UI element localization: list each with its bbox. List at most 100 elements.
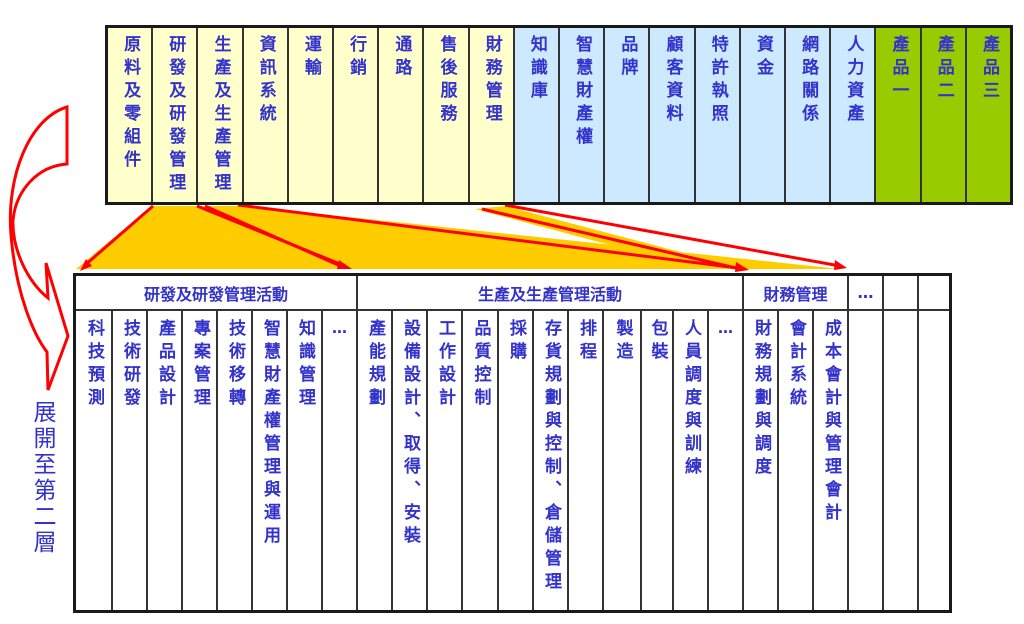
top-cell-label: 運輸 (300, 35, 321, 81)
top-cell-label: 研發及研發管理 (165, 35, 186, 196)
top-cell-value-chain: 行銷 (334, 28, 380, 202)
activity-column: 智慧財產權管理與運用 (253, 311, 288, 610)
top-cell-value-chain: 資訊系統 (243, 28, 289, 202)
top-cell-label: 財務管理 (481, 35, 502, 127)
activity-column (919, 311, 952, 610)
top-cell-value-chain: 運輸 (288, 28, 335, 202)
activity-column: 設備設計、取得、安裝 (393, 311, 428, 610)
activity-label: 技術移轉 (225, 319, 245, 411)
activity-label: 排程 (576, 319, 596, 365)
activity-label: 科技預測 (84, 319, 104, 411)
top-cell-label: 產品二 (933, 35, 954, 104)
expand-to-second-level-label: 展開至第二層 (29, 400, 55, 556)
activity-label: 成本會計與管理會計 (821, 319, 841, 526)
activity-column: 技術研發 (113, 311, 148, 610)
activity-column (849, 311, 884, 610)
expansion-fan (76, 206, 840, 269)
activity-label: 財務規劃與調度 (751, 319, 771, 480)
top-cell-label: 資訊系統 (255, 35, 276, 127)
top-cell-label: 通路 (391, 35, 412, 81)
activity-column: 成本會計與管理會計 (814, 311, 849, 610)
more-activities-ellipsis: … (718, 319, 733, 337)
arrowhead-icon (735, 262, 749, 272)
activity-column: 人員調度與訓練 (674, 311, 709, 610)
top-cell-value-chain: 生產及生產管理 (198, 28, 244, 202)
activity-label: 存貨規劃與控制、倉儲管理 (541, 319, 561, 595)
top-cell-label: 產品三 (978, 35, 999, 104)
activity-group-header: 財務管理 (744, 276, 849, 309)
activity-column: 排程 (569, 311, 604, 610)
arrowhead-icon (80, 259, 92, 271)
activity-column: 產品設計 (148, 311, 183, 610)
activity-label: 包裝 (647, 319, 668, 365)
activity-label: 採購 (506, 319, 526, 365)
top-cell-value-chain: 研發及研發管理 (153, 28, 199, 202)
arrowhead-icon (337, 260, 352, 269)
activity-column: 技術移轉 (218, 311, 253, 610)
top-cell-label: 智慧財產權 (572, 35, 593, 150)
activity-label: 會計系統 (786, 319, 806, 411)
activity-column: 包裝 (642, 311, 674, 610)
more-activities-ellipsis: … (332, 319, 347, 337)
top-cell-assets: 智慧財產權 (560, 28, 606, 202)
top-cell-label: 資金 (752, 35, 773, 81)
top-cell-assets: 顧客資料 (650, 28, 696, 202)
activity-group-header: 研發及研發管理活動 (76, 276, 358, 309)
top-cell-value-chain: 通路 (379, 28, 425, 202)
top-cell-assets: 人力資產 (831, 28, 877, 202)
activity-label: 專案管理 (190, 319, 210, 411)
activity-column: 知識管理 (288, 311, 323, 610)
activity-group-header: … (849, 276, 884, 309)
top-cell-assets: 資金 (740, 28, 787, 202)
top-cell-assets: 網路關係 (786, 28, 832, 202)
arrow-line (481, 207, 741, 271)
activity-label: 品質控制 (470, 319, 491, 411)
top-cell-assets: 特許執照 (695, 28, 741, 202)
top-cell-label: 特許執照 (707, 35, 728, 127)
activity-label: 智慧財產權管理與運用 (260, 319, 280, 549)
activity-label: 知識管理 (295, 319, 315, 411)
arrow-line (504, 203, 841, 268)
top-cell-label: 品牌 (617, 35, 638, 81)
second-level-table: 研發及研發管理活動生產及生產管理活動財務管理… 科技預測技術研發產品設計專案管理… (73, 273, 952, 613)
top-cell-label: 產品一 (888, 35, 909, 104)
top-cell-label: 知識庫 (526, 35, 547, 104)
activity-column: 科技預測 (76, 311, 113, 610)
top-cell-label: 售後服務 (436, 35, 457, 127)
activity-group-header (884, 276, 919, 309)
activity-column: … (709, 311, 744, 610)
arrow-line (83, 204, 154, 268)
activity-label: 技術研發 (120, 319, 140, 411)
curved-arrow-icon (8, 104, 70, 391)
top-cell-label: 網路關係 (798, 35, 819, 127)
top-cell-products: 產品一 (876, 28, 922, 202)
top-cell-assets: 知識庫 (514, 28, 561, 202)
activity-label: 產能規劃 (365, 319, 385, 411)
activity-label: 人員調度與訓練 (681, 319, 701, 480)
activity-label: 設備設計、取得、安裝 (400, 319, 420, 549)
activity-column: 產能規劃 (358, 311, 393, 610)
activity-group-header: 生產及生產管理活動 (358, 276, 744, 309)
activity-label: 產品設計 (155, 319, 175, 411)
activity-label: 製造 (612, 319, 633, 365)
top-cell-products: 產品二 (921, 28, 967, 202)
arrow-line (237, 203, 739, 270)
activity-column: 專案管理 (183, 311, 218, 610)
top-cell-assets: 品牌 (605, 28, 651, 202)
activity-column: 存貨規劃與控制、倉儲管理 (534, 311, 569, 610)
top-cell-label: 原料及零組件 (120, 35, 141, 173)
top-cell-products: 產品三 (966, 28, 1011, 202)
group-header-row: 研發及研發管理活動生產及生產管理活動財務管理… (76, 276, 949, 311)
activity-column (884, 311, 919, 610)
activity-column: 會計系統 (779, 311, 814, 610)
top-cell-value-chain: 原料及零組件 (108, 28, 154, 202)
first-level-table: 原料及零組件 研發及研發管理生產及生產管理資訊系統 運輸行銷通路 售後服務 財務管理 知識… (105, 25, 1013, 205)
top-cell-label: 顧客資料 (662, 35, 683, 127)
arrowhead-icon (834, 260, 847, 270)
activity-column: 工作設計 (428, 311, 463, 610)
activity-column: 財務規劃與調度 (744, 311, 779, 610)
activity-label: 工作設計 (435, 319, 455, 411)
top-cell-value-chain: 財務管理 (469, 28, 515, 202)
arrow-line (204, 204, 346, 270)
